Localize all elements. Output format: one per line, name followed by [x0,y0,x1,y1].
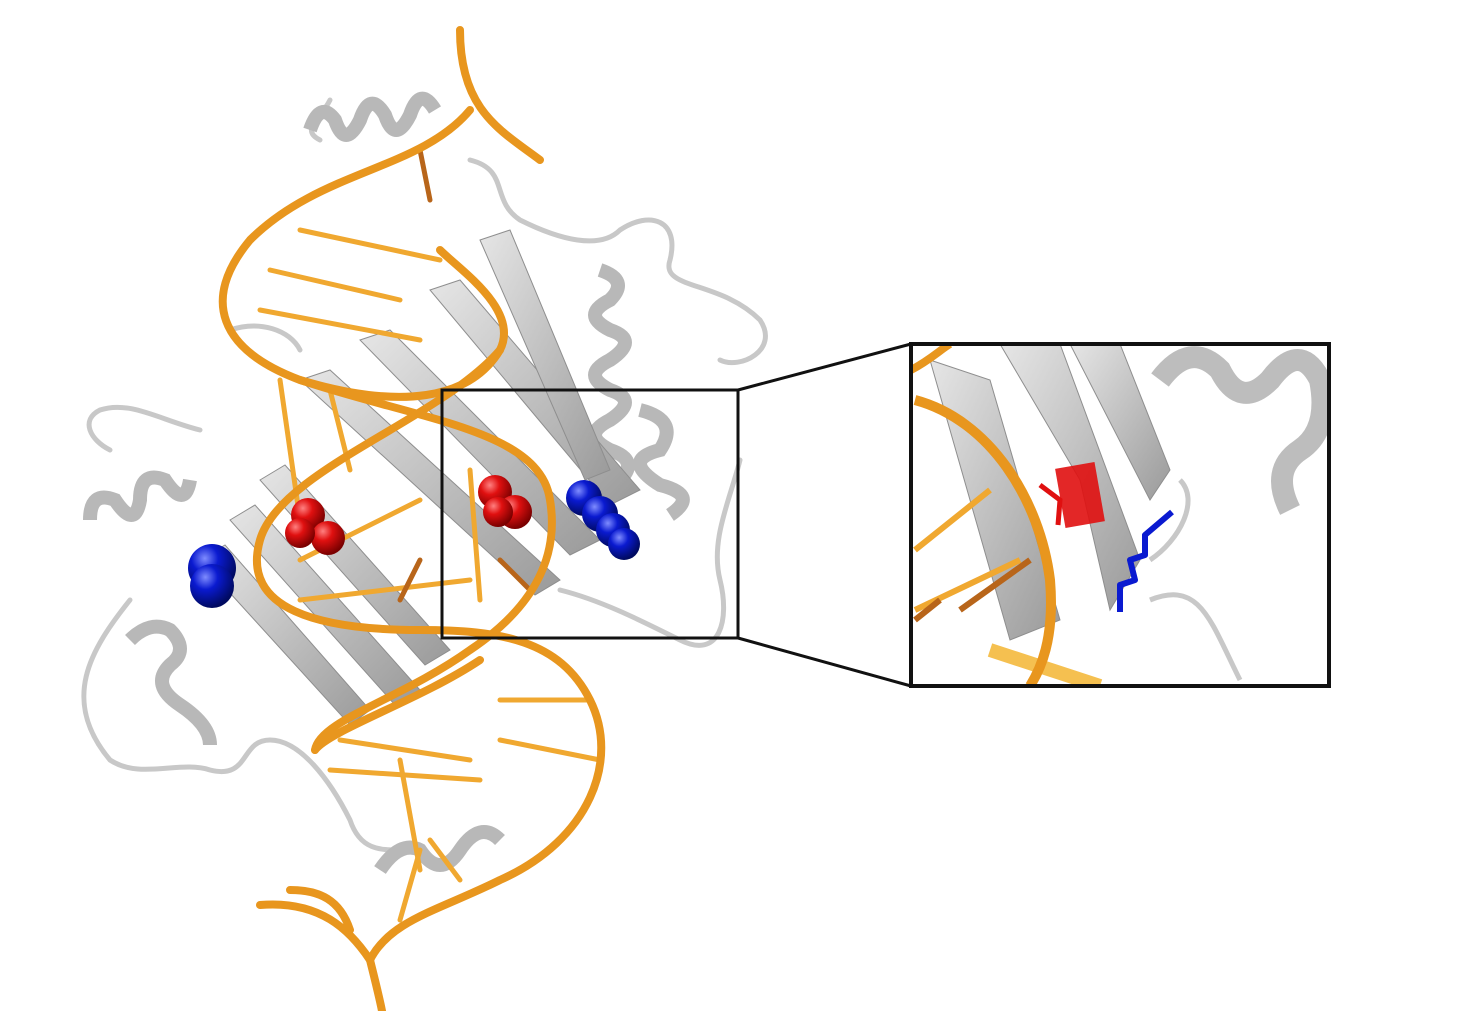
zoom-connector-bottom [737,636,912,688]
inset-loop [1148,478,1243,682]
zoom-connector-top [737,342,912,392]
blue-residue-spheres [188,480,640,608]
protein-beta-sheets [199,229,641,726]
inset-blue-residue [1117,509,1174,612]
inset-frame [909,342,1331,688]
inset-beta-sheets [929,344,1171,641]
inset-helix [1151,346,1329,515]
inset-dna-backbone [913,395,1056,686]
dna-backbone [218,26,606,1011]
red-residue-spheres [285,475,532,555]
protein-helices [83,91,690,875]
zoom-region-box [440,388,740,640]
protein-loops [81,97,768,853]
inset-dna-bases [913,487,1103,686]
zoom-inset [911,344,1329,686]
inset-red-residue [1055,461,1105,529]
dna-base-pairs [257,147,603,923]
